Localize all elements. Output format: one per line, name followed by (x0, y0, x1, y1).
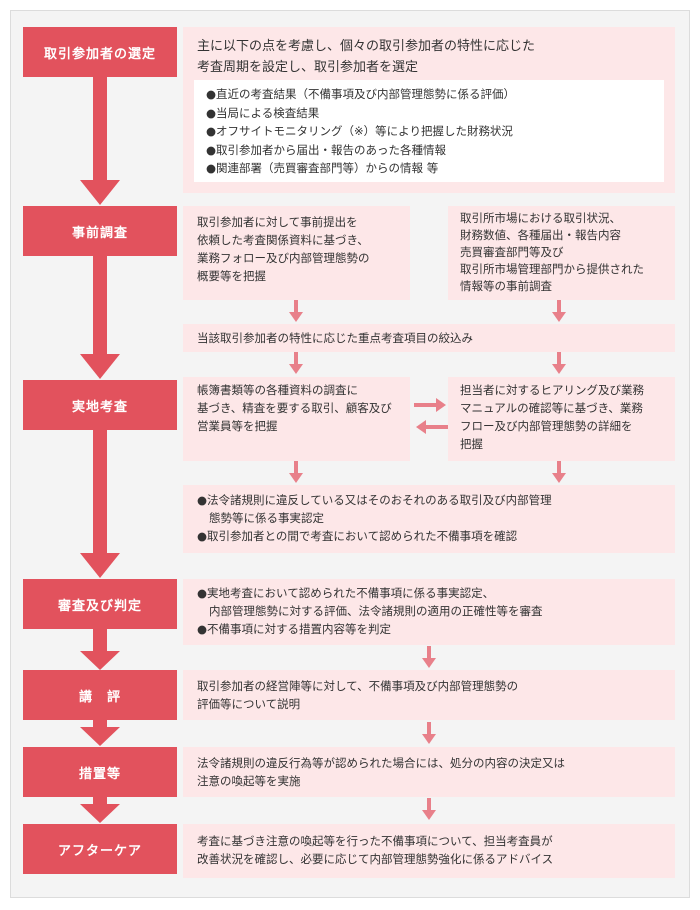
text-line: 法令諸規則の違反行為等が認められた場合には、処分の内容の決定又は (197, 756, 565, 770)
onsite-result-box: ●法令諸規則に違反している又はそのおそれのある取引及び内部管理 態勢等に係る事実… (183, 485, 675, 553)
onsite-right-box: 担当者に対するヒアリング及び業務 マニュアルの確認等に基づき、業務 フロー及び内… (448, 377, 675, 461)
text-line: 当該取引参加者の特性に応じた重点考査項目の絞込み (197, 331, 473, 345)
text-line: 依頼した考査関係資料に基づき、 (197, 233, 369, 247)
measures-box: 法令諸規則の違反行為等が認められた場合には、処分の内容の決定又は 注意の喚起等を… (183, 747, 675, 797)
text-line: 注意の喚起等を実施 (197, 774, 301, 788)
text-line: 改善状況を確認し、必要に応じて内部管理態勢強化に係るアドバイス (197, 852, 554, 866)
text-line: 帳簿書類等の各種資料の調査に (197, 383, 358, 397)
text-line: ●取引参加者との間で考査において認められた不備事項を確認 (197, 529, 518, 543)
list-item: ●取引参加者から届出・報告のあった各種情報 (206, 142, 447, 157)
selection-box: 主に以下の点を考慮し、個々の取引参加者の特性に応じた 考査周期を設定し、取引参加… (183, 27, 675, 193)
selection-line: 考査周期を設定し、取引参加者を選定 (197, 60, 419, 75)
text-line: 内部管理態勢に対する評価、法令諸規則の適用の正確性等を審査 (209, 604, 543, 618)
text-line: 財務数値、各種届出・報告内容 (460, 228, 621, 242)
text-line: 把握 (460, 437, 483, 451)
text-line: ●不備事項に対する措置内容等を判定 (197, 622, 392, 636)
stage-measures: 措置等 (23, 747, 177, 797)
onsite-left-box: 帳簿書類等の各種資料の調査に 基づき、精査を要する取引、顧客及び 営業員等を把握 (183, 377, 410, 461)
stage-onsite: 実地考査 (23, 380, 177, 430)
text-line: 担当者に対するヒアリング及び業務 (460, 383, 644, 397)
text-line: 取引参加者に対して事前提出を (197, 215, 358, 229)
stage-arrows (80, 77, 120, 823)
focus-items-box: 当該取引参加者の特性に応じた重点考査項目の絞込み (183, 324, 675, 352)
stage-aftercare: アフターケア (23, 824, 177, 874)
text-line: 情報等の事前調査 (460, 279, 552, 293)
aftercare-box: 考査に基づき注意の喚起等を行った不備事項について、担当考査員が 改善状況を確認し… (183, 824, 675, 878)
list-item: ●関連部署（売買審査部門等）からの情報 等 (206, 161, 439, 175)
text-line: 評価等について説明 (197, 697, 301, 711)
text-line: 取引参加者の経営陣等に対して、不備事項及び内部管理態勢の (197, 679, 519, 693)
text-line: 概要等を把握 (197, 269, 266, 283)
text-line: ●法令諸規則に違反している又はそのおそれのある取引及び内部管理 (197, 493, 552, 507)
selection-criteria-list: ●直近の考査結果（不備事項及び内部管理態勢に係る評価） ●当局による検査結果 ●… (194, 80, 664, 182)
step-arrows (289, 300, 566, 820)
text-line: 考査に基づき注意の喚起等を行った不備事項について、担当考査員が (197, 834, 553, 848)
pre-survey-right-box: 取引所市場における取引状況、 財務数値、各種届出・報告内容 売買審査部門等及び … (448, 206, 675, 300)
text-line: 営業員等を把握 (197, 419, 278, 433)
stage-arrow-shaft (93, 77, 107, 180)
text-line: 態勢等に係る事実認定 (209, 511, 324, 525)
comment-box: 取引参加者の経営陣等に対して、不備事項及び内部管理態勢の 評価等について説明 (183, 670, 675, 720)
stage-pre-survey: 事前調査 (23, 206, 177, 256)
stage-comment: 講 評 (23, 670, 177, 720)
text-line: 業務フォロー及び内部管理態勢の (197, 251, 370, 265)
text-line: フロー及び内部管理態勢の詳細を (460, 419, 633, 433)
text-line: 取引所市場における取引状況、 (460, 211, 621, 225)
stage-arrow-head (80, 180, 120, 205)
list-item: ●直近の考査結果（不備事項及び内部管理態勢に係る評価） (206, 87, 516, 101)
text-line: 売買審査部門等及び (460, 245, 564, 259)
review-box: ●実地考査において認められた不備事項に係る事実認定、 内部管理態勢に対する評価、… (183, 579, 675, 645)
text-line: 取引所市場管理部門から提供された (460, 262, 644, 276)
text-line: 基づき、精査を要する取引、顧客及び (197, 401, 392, 415)
list-item: ●当局による検査結果 (206, 105, 320, 120)
stage-selection: 取引参加者の選定 (23, 27, 177, 77)
list-item: ●オフサイトモニタリング（※）等により把握した財務状況 (206, 124, 513, 138)
stage-review: 審査及び判定 (23, 579, 177, 629)
text-line: ●実地考査において認められた不備事項に係る事実認定、 (197, 586, 495, 600)
pre-survey-left-box: 取引参加者に対して事前提出を 依頼した考査関係資料に基づき、 業務フォロー及び内… (183, 206, 410, 300)
selection-line: 主に以下の点を考慮し、個々の取引参加者の特性に応じた (197, 39, 536, 54)
text-line: マニュアルの確認等に基づき、業務 (460, 401, 643, 415)
